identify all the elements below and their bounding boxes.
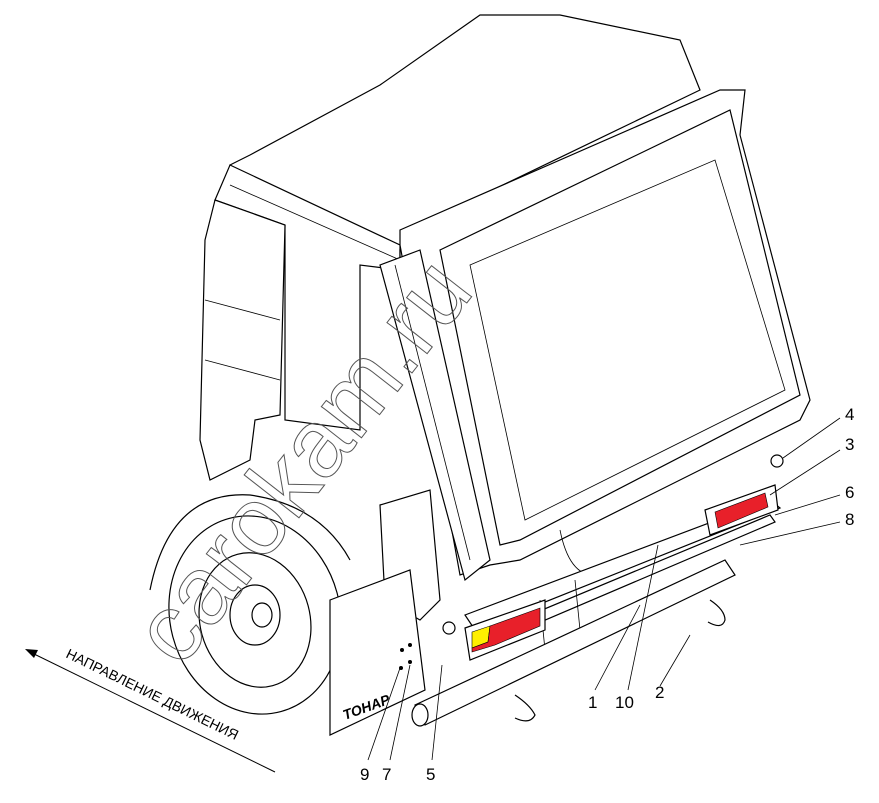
mudflap: ТОНАР bbox=[329, 569, 426, 736]
callout-7: 7 bbox=[382, 765, 391, 784]
callout-3: 3 bbox=[845, 435, 854, 454]
leader-lines bbox=[367, 417, 841, 761]
dump-body bbox=[379, 89, 811, 582]
callout-1: 1 bbox=[588, 693, 597, 712]
callout-8: 8 bbox=[845, 510, 854, 529]
u-bolts bbox=[514, 599, 726, 722]
callout-5: 5 bbox=[426, 765, 435, 784]
callout-10: 10 bbox=[615, 693, 634, 712]
rear-lamp-left bbox=[442, 599, 546, 661]
rear-lamp-right bbox=[704, 454, 784, 536]
callout-2: 2 bbox=[655, 683, 664, 702]
callout-6: 6 bbox=[845, 483, 854, 502]
rear-wheel bbox=[149, 494, 351, 715]
underrun-bar bbox=[411, 559, 736, 727]
callout-4: 4 bbox=[845, 405, 854, 424]
cab bbox=[199, 14, 701, 481]
callout-9: 9 bbox=[360, 765, 369, 784]
